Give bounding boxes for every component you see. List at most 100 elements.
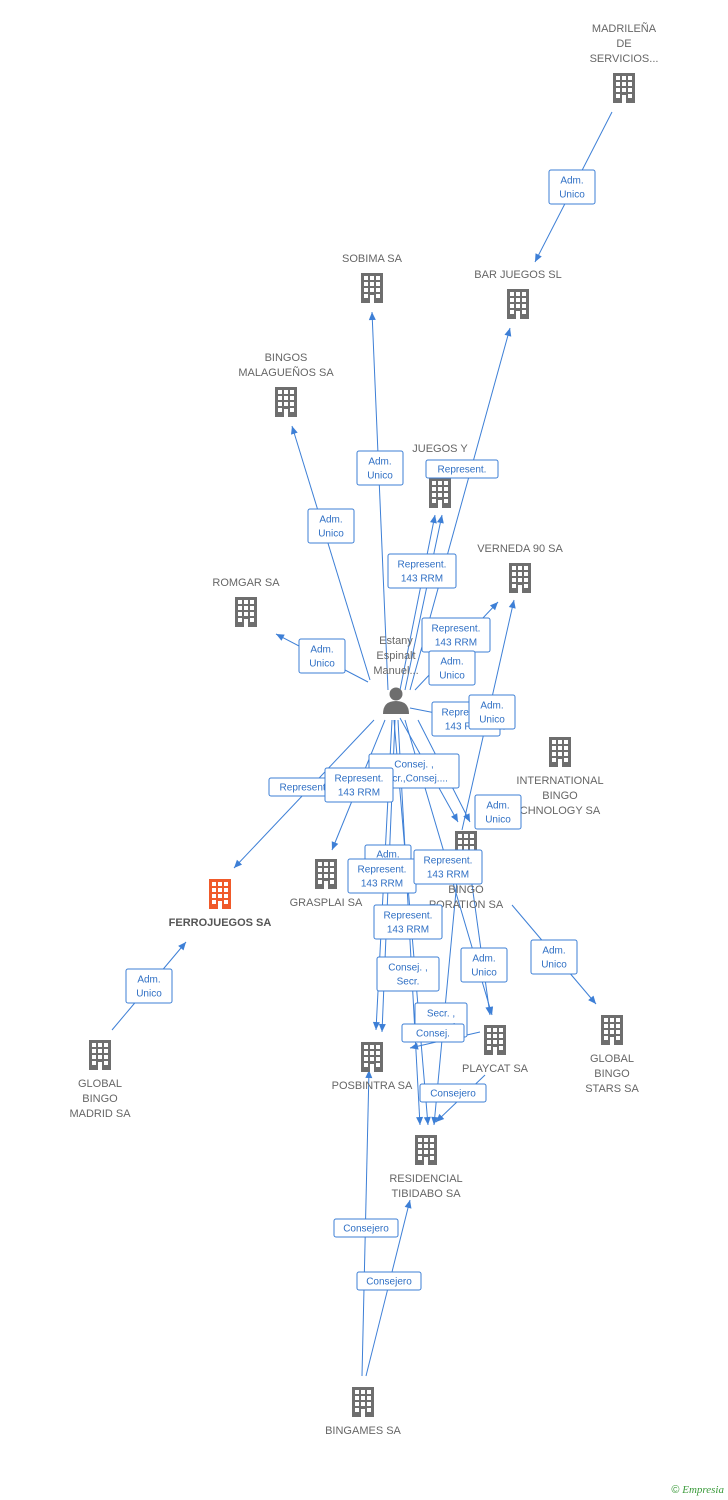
node-label: BINGAMES SA [325, 1425, 401, 1437]
edge-label[interactable]: Consejero [419, 1083, 487, 1103]
edge-label[interactable]: Represent.143 RRM [347, 858, 417, 894]
edge-label-text: Unico [541, 960, 567, 971]
edge-label-text: Secr.,Consej.... [380, 774, 448, 785]
focus-building-icon [209, 879, 231, 909]
node-label: BAR JUEGOS SL [474, 269, 561, 281]
edge-label-text: Unico [471, 968, 497, 979]
node-barjuegos[interactable]: BAR JUEGOS SL [474, 269, 562, 319]
node-label: Espinalt [376, 650, 415, 662]
node-madrilena[interactable]: MADRILEÑADESERVICIOS... [590, 22, 659, 103]
edge-label-text: Adm. [376, 850, 399, 861]
edge-label[interactable]: Adm.Unico [428, 650, 476, 686]
node-romgar[interactable]: ROMGAR SA [212, 577, 280, 627]
building-icon [235, 597, 257, 627]
edge-label-text: Represent. [438, 465, 487, 476]
arrowhead-icon [535, 253, 542, 262]
node-posbintra[interactable]: POSBINTRA SA [332, 1042, 413, 1092]
node-label: CHNOLOGY SA [520, 805, 601, 817]
arrowhead-icon [436, 1113, 445, 1122]
edge-line [399, 514, 436, 691]
node-label: DE [616, 38, 631, 50]
edge-label[interactable]: Consej. [401, 1023, 465, 1043]
edge-line [433, 869, 459, 1126]
building-icon [275, 387, 297, 417]
building-icon [601, 1015, 623, 1045]
building-icon [613, 73, 635, 103]
edge-label[interactable]: Consejero [333, 1218, 399, 1238]
building-icon [484, 1025, 506, 1055]
edge-label-text: Adm. [486, 801, 509, 812]
arrowhead-icon [489, 602, 498, 611]
edge-label-text: 143 RRM [445, 722, 487, 733]
edge-label[interactable]: Represent.143 RRM [373, 904, 443, 940]
node-label: PORATION SA [429, 899, 504, 911]
edge-line [291, 425, 371, 681]
arrowhead-icon [365, 1070, 373, 1079]
node-bingames[interactable]: BINGAMES SA [325, 1387, 402, 1437]
edge-label[interactable]: Represent.143 RRM [421, 617, 491, 653]
arrowhead-icon [404, 1200, 412, 1209]
edge-label-text: Represent. [432, 624, 481, 635]
node-label: POSBINTRA SA [332, 1080, 413, 1092]
building-icon [361, 1042, 383, 1072]
node-label: SOBIMA SA [342, 253, 403, 265]
edge-label-text: Unico [309, 659, 335, 670]
edge-label[interactable]: Represent.143 RRM [387, 553, 457, 589]
edge-person-to-juegosy [404, 514, 444, 691]
edge-label[interactable]: Adm. Unico [460, 947, 508, 983]
edge-label[interactable]: Adm. Unico [474, 794, 522, 830]
edge-label-text: Consejero [343, 1224, 389, 1235]
footer-brand[interactable]: © Empresia [671, 1484, 724, 1496]
edge-label-text: Adm. [137, 975, 160, 986]
person-body-icon [383, 701, 409, 714]
edge-label[interactable]: Adm.Unico [307, 508, 355, 544]
edge-label-text: Adm. [368, 457, 391, 468]
building-icon [361, 273, 383, 303]
node-label: MADRID SA [69, 1108, 131, 1120]
edge-label[interactable]: Represent. [425, 459, 499, 479]
node-grasplai[interactable]: GRASPLAI SA [290, 859, 363, 909]
edge-label[interactable]: Adm.Unico [468, 694, 516, 730]
node-person[interactable]: EstanyEspinaltManuel... [373, 635, 419, 714]
edge-label-text: Represent. [280, 783, 329, 794]
edge-label[interactable]: Adm.Unico [125, 968, 173, 1004]
arrowhead-icon [368, 312, 376, 321]
edge-label[interactable]: Adm.Unico [530, 939, 578, 975]
edge-label[interactable]: Consejero [356, 1271, 422, 1291]
node-label: BINGOS [265, 352, 308, 364]
node-label: MADRILEÑA [592, 22, 657, 35]
edge-label-text: Represent. [442, 708, 491, 719]
node-label: PLAYCAT SA [462, 1063, 529, 1075]
node-label: RESIDENCIAL [389, 1173, 462, 1185]
edge-person-to-sobima [368, 311, 389, 691]
node-sobima[interactable]: SOBIMA SA [342, 253, 403, 303]
node-label: Manuel... [373, 665, 418, 677]
arrowhead-icon [331, 841, 339, 850]
edge-label[interactable]: Represent.143 RRM [324, 767, 394, 803]
edge-label[interactable]: Adm.Unico [548, 169, 596, 205]
edge-label[interactable]: Represent.143 RRM [413, 849, 483, 885]
node-playcat[interactable]: PLAYCAT SA [462, 1025, 529, 1075]
node-ferrojuegos[interactable]: FERROJUEGOS SA [169, 879, 272, 929]
edge-label[interactable]: Consej. , Secr. [376, 956, 440, 992]
arrowhead-icon [276, 634, 285, 641]
arrowhead-icon [178, 942, 186, 951]
edge-label-text: Unico [485, 815, 511, 826]
node-label: ROMGAR SA [212, 577, 280, 589]
node-verneda[interactable]: VERNEDA 90 SA [477, 543, 563, 593]
edge-label-text: Consej. , [388, 963, 427, 974]
edge-label[interactable]: Adm. Unico [298, 638, 346, 674]
edge-label[interactable]: Adm.Unico [356, 450, 404, 486]
edge-label-text: Adm. [310, 645, 333, 656]
arrowhead-icon [423, 1116, 431, 1125]
edge-label-text: Adm. [472, 954, 495, 965]
edge-label-text: Unico [559, 190, 585, 201]
edge-label-text: Secr. [397, 977, 420, 988]
building-icon [429, 478, 451, 508]
arrowhead-icon [451, 813, 458, 822]
